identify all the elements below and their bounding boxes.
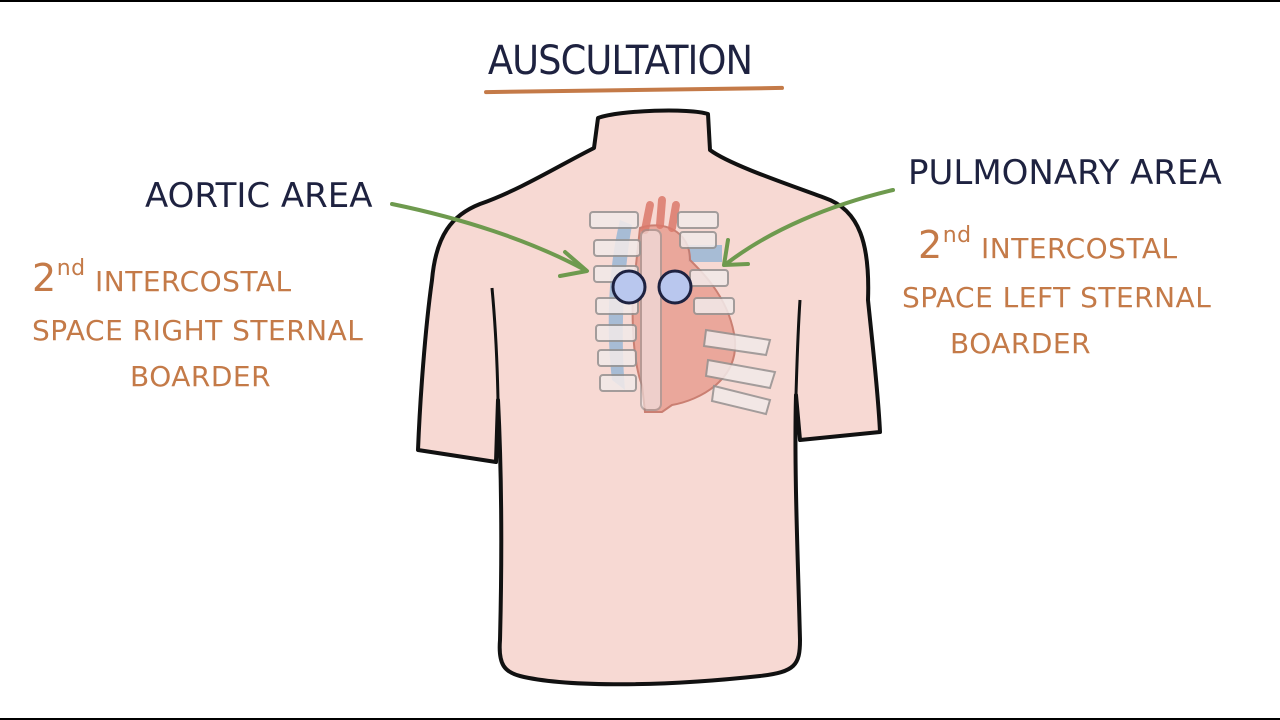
aortic-line1-text: INTERCOSTAL [95, 265, 292, 298]
aortic-ordinal-number: 2 [32, 256, 57, 300]
aortic-desc-line1: 2nd INTERCOSTAL [32, 255, 363, 308]
pulmonary-area-description: 2nd INTERCOSTAL SPACE LEFT STERNAL BOARD… [902, 222, 1211, 367]
pulmonary-desc-line2: SPACE LEFT STERNAL [902, 275, 1211, 321]
aortic-ordinal-suffix: nd [57, 256, 86, 281]
aortic-area-heading: AORTIC AREA [145, 176, 373, 216]
pulmonary-desc-line3: BOARDER [902, 321, 1211, 367]
pulmonary-ordinal-number: 2 [918, 223, 943, 267]
page-title: AUSCULTATION [482, 38, 758, 84]
aortic-desc-line2: SPACE RIGHT STERNAL [32, 308, 363, 354]
sternum [641, 230, 661, 410]
aortic-area-description: 2nd INTERCOSTAL SPACE RIGHT STERNAL BOAR… [32, 255, 363, 400]
aortic-marker [613, 271, 645, 303]
pulmonary-desc-line1: 2nd INTERCOSTAL [902, 222, 1211, 275]
pulmonary-area-heading: PULMONARY AREA [908, 153, 1222, 193]
aortic-desc-line3: BOARDER [32, 354, 363, 400]
pulmonary-ordinal-suffix: nd [943, 223, 972, 248]
pulmonary-marker [659, 271, 691, 303]
pulmonary-line1-text: INTERCOSTAL [981, 232, 1178, 265]
